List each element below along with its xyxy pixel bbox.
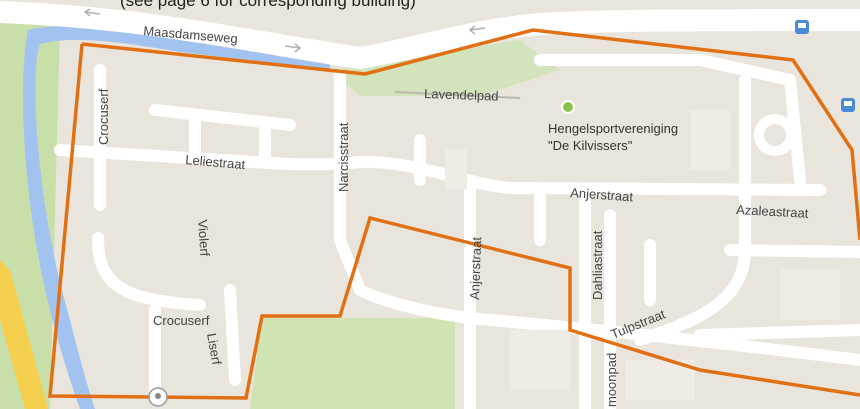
- road-network: [54, 54, 860, 409]
- label-leliestraat: Leliestraat: [185, 152, 246, 172]
- label-azaleastraat: Azaleastraat: [736, 202, 809, 221]
- label-liserf: Liserf: [204, 332, 224, 366]
- canal: [23, 26, 330, 409]
- label-violerf: Violerf: [195, 219, 213, 257]
- poi-name-line2: "De Kilvissers": [548, 138, 633, 153]
- location-pin-icon[interactable]: [148, 387, 168, 407]
- road-direction-arrows: [83, 8, 486, 53]
- label-crocuserf-south: Crocuserf: [153, 313, 210, 328]
- boundary-outline-north: [81, 28, 860, 241]
- building-blocks: [445, 110, 840, 400]
- roundabout: [754, 114, 796, 156]
- label-dahliastraat: Dahliastraat: [590, 230, 605, 300]
- poi-hengelsportvereniging[interactable]: Hengelsportvereniging "De Kilvissers": [548, 100, 678, 153]
- label-anjerstraat-horizontal: Anjerstraat: [570, 185, 634, 204]
- label-anjerstraat-vertical: Anjerstraat: [467, 236, 484, 300]
- road-maasdamseweg[interactable]: [0, 1, 860, 70]
- highway: [0, 260, 48, 409]
- bus-stop-icon[interactable]: [795, 20, 809, 34]
- caption: (see page 6 for corresponding building): [120, 0, 416, 10]
- label-lavendelpad: Lavendelpad: [424, 86, 499, 104]
- label-narcisstraat: Narcisstraat: [336, 122, 351, 192]
- label-crocuserf-north: Crocuserf: [96, 88, 111, 145]
- label-moonpad: moonpad: [604, 353, 619, 407]
- path-lavendelpad: [394, 91, 521, 99]
- bus-stop-icon-2[interactable]: [841, 98, 855, 112]
- park-marker-icon[interactable]: [561, 100, 575, 114]
- boundary-outline-south: [48, 43, 860, 400]
- poi-name-line1: Hengelsportvereniging: [548, 121, 678, 136]
- park-north: [330, 40, 560, 96]
- park-south: [250, 318, 455, 409]
